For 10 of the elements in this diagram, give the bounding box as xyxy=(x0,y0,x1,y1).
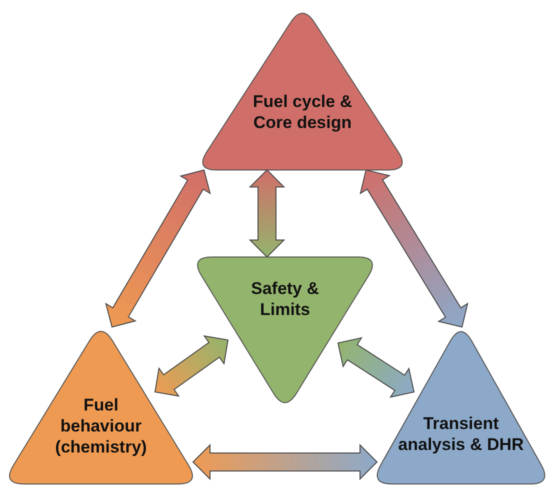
node-label: Safety & Limits xyxy=(250,278,320,320)
node-label: Fuel cycle & Core design xyxy=(252,91,354,133)
double-arrow xyxy=(105,169,211,328)
double-arrow xyxy=(154,335,229,397)
node-label: Transient analysis & DHR xyxy=(397,413,525,455)
node-label: Fuel behaviour (chemistry) xyxy=(54,394,148,458)
double-arrow xyxy=(337,337,415,398)
double-arrow xyxy=(360,169,468,328)
double-arrow xyxy=(192,444,378,480)
double-arrow xyxy=(248,169,286,258)
